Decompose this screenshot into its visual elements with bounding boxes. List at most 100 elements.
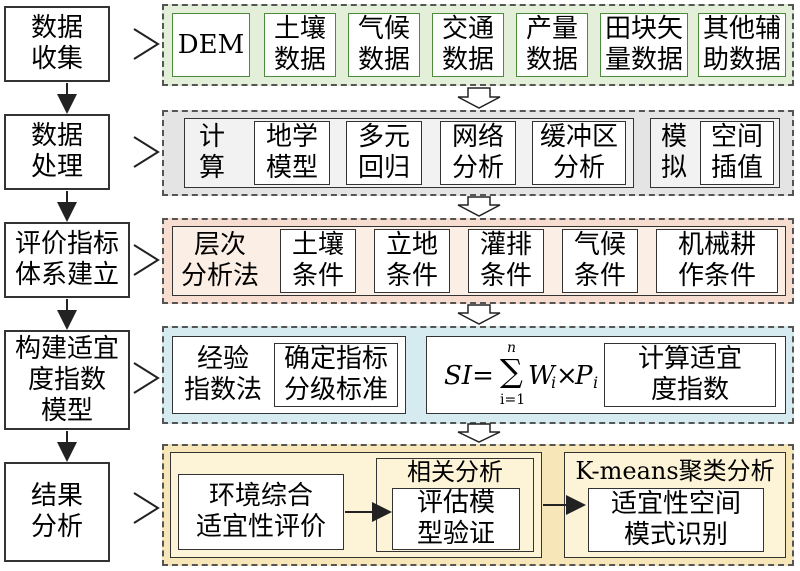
step-label: 构建适宜 bbox=[14, 333, 119, 364]
node-label: 条件 bbox=[573, 261, 626, 291]
group-title-label: 算 bbox=[198, 153, 225, 183]
node-label: 数据 bbox=[357, 45, 410, 75]
node-label: 数据 bbox=[525, 45, 578, 75]
step-index-system: 评价指标 体系建立 bbox=[4, 222, 130, 298]
group-title-label: K-means聚类分析 bbox=[575, 457, 775, 485]
node-label: 模型 bbox=[265, 153, 318, 183]
node-label: 环境综合 bbox=[208, 481, 313, 511]
node-label: 模式识别 bbox=[623, 520, 728, 550]
node-label: 条件 bbox=[291, 261, 344, 291]
node-traffic-data: 交通 数据 bbox=[432, 13, 504, 77]
node-label: 适宜性空间 bbox=[610, 489, 741, 519]
formula-upper-bound: n bbox=[507, 340, 517, 356]
group-empirical-title: 经验 指数法 bbox=[178, 343, 268, 407]
node-spatial-pattern-recognition: 适宜性空间 模式识别 bbox=[588, 488, 764, 552]
node-climate-condition: 气候 条件 bbox=[562, 229, 638, 293]
node-dem: DEM bbox=[172, 13, 250, 77]
block-arrow-4 bbox=[457, 423, 501, 443]
step-data-processing: 数据 处理 bbox=[4, 114, 110, 190]
node-label: 插值 bbox=[710, 153, 763, 183]
formula-times: × bbox=[556, 361, 578, 391]
node-label: 分析 bbox=[552, 153, 605, 183]
chevron-right-2 bbox=[133, 136, 160, 168]
node-irrigation-condition: 灌排 条件 bbox=[468, 229, 544, 293]
step-label: 数据 bbox=[30, 121, 83, 151]
group-title-label: 拟 bbox=[660, 153, 687, 183]
node-label: 缓冲区 bbox=[539, 122, 618, 152]
node-label: 多元 bbox=[357, 122, 410, 152]
node-model-validation: 评估模 型验证 bbox=[392, 488, 520, 550]
group-title-label: 指数法 bbox=[183, 375, 262, 405]
node-label: 空间 bbox=[710, 122, 763, 152]
block-arrow-3 bbox=[457, 304, 501, 325]
node-multi-regression: 多元 回归 bbox=[346, 121, 422, 185]
node-label: 度指数 bbox=[650, 375, 729, 405]
node-label: DEM bbox=[177, 29, 245, 60]
group-ahp-title: 层次 分析法 bbox=[176, 229, 264, 293]
chevron-right-5 bbox=[133, 492, 160, 524]
node-soil-data: 土壤 数据 bbox=[264, 13, 336, 77]
formula-lower-bound: i=1 bbox=[500, 392, 526, 408]
step-label: 结果 bbox=[30, 481, 83, 511]
node-label: 适宜性评价 bbox=[195, 512, 326, 542]
node-label: 评估模 bbox=[416, 488, 495, 518]
group-correlation-title: 相关分析 bbox=[380, 458, 530, 486]
node-label: 地学 bbox=[265, 122, 318, 152]
formula-sum-symbol: ∑ bbox=[500, 352, 523, 390]
node-field-vector-data: 田块矢 量数据 bbox=[600, 13, 688, 77]
node-label: 田块矢 bbox=[604, 14, 683, 44]
node-site-condition: 立地 条件 bbox=[374, 229, 450, 293]
group-title-label: 经验 bbox=[196, 344, 249, 374]
node-label: 灌排 bbox=[479, 230, 532, 260]
node-label: 数据 bbox=[273, 45, 326, 75]
node-other-aux-data: 其他辅 助数据 bbox=[698, 13, 786, 77]
node-climate-data: 气候 数据 bbox=[348, 13, 420, 77]
node-label: 产量 bbox=[525, 14, 578, 44]
step-label: 体系建立 bbox=[14, 260, 119, 290]
step-build-model: 构建适宜 度指数 模型 bbox=[4, 330, 130, 430]
node-label: 数据 bbox=[441, 45, 494, 75]
formula-p-subscript: i bbox=[593, 373, 599, 392]
formula-p: P bbox=[575, 361, 593, 391]
chevron-right-3 bbox=[133, 244, 160, 276]
node-label: 机械耕 bbox=[677, 230, 756, 260]
node-label: 气候 bbox=[573, 230, 626, 260]
block-arrow-2 bbox=[457, 196, 501, 217]
node-label: 分析 bbox=[451, 153, 504, 183]
group-kmeans-title: K-means聚类分析 bbox=[566, 456, 784, 486]
node-label: 量数据 bbox=[604, 45, 683, 75]
formula-w-subscript: i bbox=[551, 373, 557, 392]
si-formula: SI= n ∑ i=1 W i × P i bbox=[432, 340, 604, 412]
node-label: 计算适宜 bbox=[637, 344, 742, 374]
formula-lhs: SI= bbox=[444, 361, 494, 391]
step-result-analysis: 结果 分析 bbox=[4, 462, 110, 562]
node-label: 助数据 bbox=[702, 45, 781, 75]
step-label: 收集 bbox=[30, 44, 83, 74]
node-label: 气候 bbox=[357, 14, 410, 44]
node-env-suitability-eval: 环境综合 适宜性评价 bbox=[178, 474, 344, 550]
node-label: 土壤 bbox=[273, 14, 326, 44]
node-label: 立地 bbox=[385, 230, 438, 260]
formula-w: W bbox=[528, 361, 555, 391]
step-data-collection: 数据 收集 bbox=[4, 6, 110, 82]
group-simulate-title: 模 拟 bbox=[652, 121, 696, 185]
group-title-label: 相关分析 bbox=[407, 458, 503, 486]
node-label: 条件 bbox=[385, 261, 438, 291]
node-calc-suitability-index: 计算适宜 度指数 bbox=[604, 343, 776, 407]
group-title-label: 分析法 bbox=[180, 261, 259, 291]
node-label: 交通 bbox=[441, 14, 494, 44]
node-network-analysis: 网络 分析 bbox=[440, 121, 516, 185]
block-arrow-1 bbox=[457, 87, 501, 109]
step-label: 模型 bbox=[40, 395, 93, 426]
step-label: 分析 bbox=[30, 512, 83, 542]
step-label: 度指数 bbox=[27, 364, 106, 395]
group-title-label: 计 bbox=[198, 122, 225, 152]
node-label: 确定指标 bbox=[283, 344, 388, 374]
node-spatial-interpolation: 空间 插值 bbox=[700, 121, 774, 185]
step-label: 评价指标 bbox=[14, 229, 119, 259]
group-title-label: 层次 bbox=[193, 230, 246, 260]
node-yield-data: 产量 数据 bbox=[516, 13, 588, 77]
node-label: 网络 bbox=[451, 122, 504, 152]
node-grading-standard: 确定指标 分级标准 bbox=[274, 343, 398, 407]
